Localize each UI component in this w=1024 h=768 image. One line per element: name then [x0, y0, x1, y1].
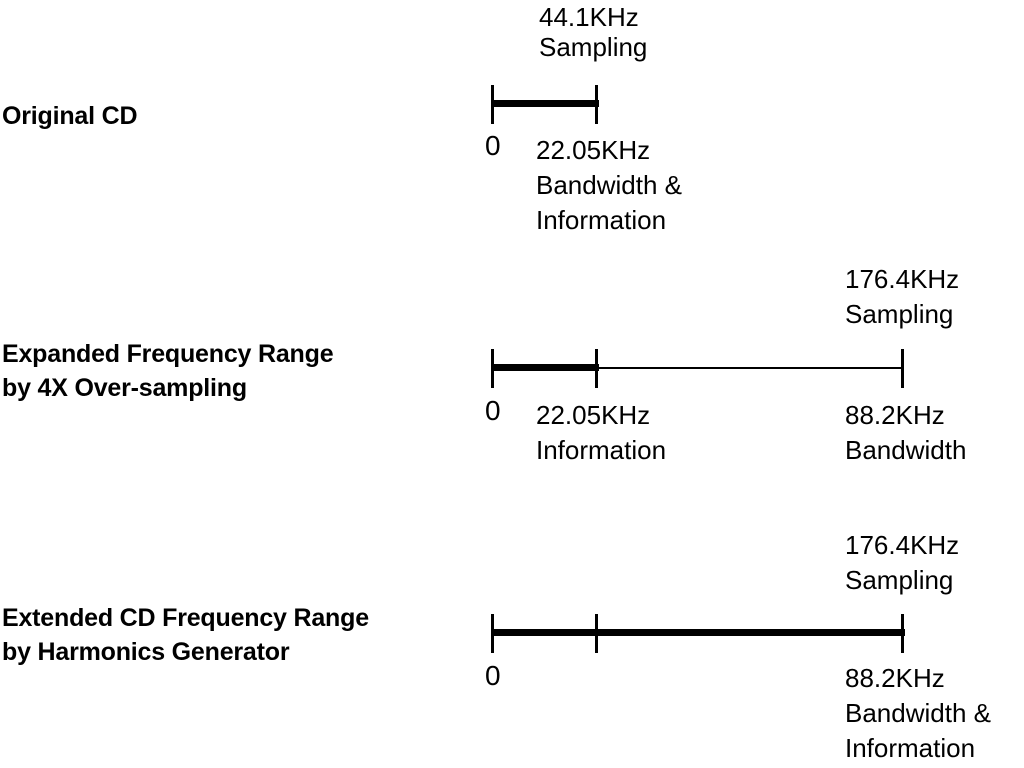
- row3-title-line1: Extended CD Frequency Range: [2, 604, 369, 632]
- row2-information-segment: [491, 364, 599, 371]
- row2-zero-label: 0: [485, 395, 501, 426]
- row3-tick-22050: [595, 614, 598, 653]
- row3-title-line2: by Harmonics Generator: [2, 638, 290, 666]
- row3-bandwidth-line2: Bandwidth &: [845, 698, 991, 728]
- row1-bandwidth-line2: Bandwidth &: [536, 170, 682, 200]
- row3-bandwidth-line1: 88.2KHz: [845, 663, 945, 693]
- row2-title-line2: by 4X Over-sampling: [2, 374, 247, 402]
- row2-bandwidth-line2: Bandwidth: [845, 435, 967, 465]
- row1-zero-label: 0: [485, 130, 501, 161]
- row1-bandwidth-line3: Information: [536, 205, 667, 235]
- row1-title: Original CD: [2, 102, 138, 130]
- row2-information-line2: Information: [536, 435, 667, 465]
- row1-sampling-rate-line2: Sampling: [539, 32, 648, 62]
- row1-bandwidth-line1: 22.05KHz: [536, 135, 651, 165]
- row3-bandwidth-information-segment: [491, 629, 905, 636]
- row3-bandwidth-line3: Information: [845, 733, 976, 763]
- row2-sampling-rate-line2: Sampling: [845, 299, 954, 329]
- row1-sampling-rate-line1: 44.1KHz: [539, 2, 639, 32]
- row2-tick-88200: [901, 349, 904, 388]
- row3-sampling-rate-line2: Sampling: [845, 565, 954, 595]
- row2-bandwidth-segment: [598, 367, 904, 369]
- row3-sampling-rate-line1: 176.4KHz: [845, 530, 960, 560]
- row2-information-line1: 22.05KHz: [536, 400, 651, 430]
- row3-tick-88200: [901, 614, 904, 653]
- row2-title-line1: Expanded Frequency Range: [2, 340, 334, 368]
- row1-information-segment: [491, 100, 599, 107]
- row2-tick-22050: [595, 349, 598, 388]
- row2-sampling-rate-line1: 176.4KHz: [845, 264, 960, 294]
- row2-bandwidth-line1: 88.2KHz: [845, 400, 945, 430]
- row1-tick-22050: [595, 85, 598, 124]
- row3-zero-label: 0: [485, 660, 501, 691]
